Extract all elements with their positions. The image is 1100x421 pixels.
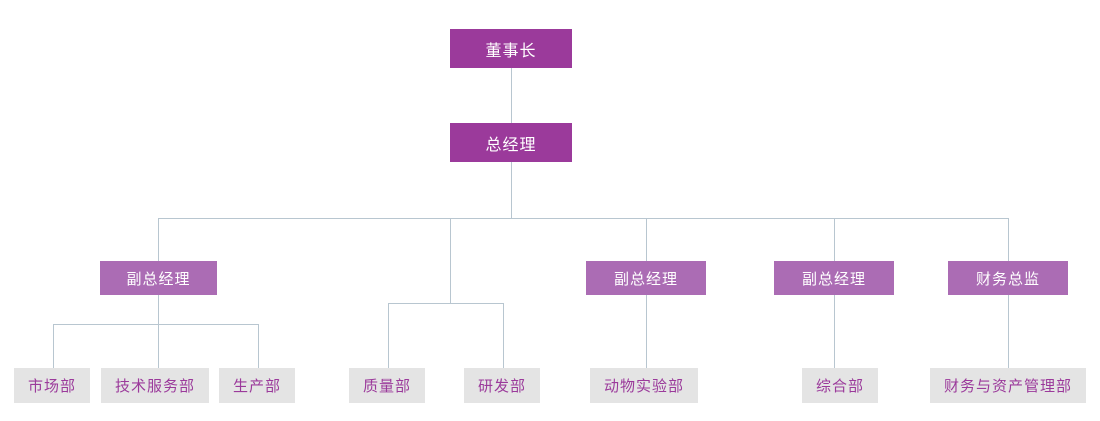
node-dept-general-affairs[interactable]: 综合部 [802, 368, 879, 403]
node-dept-quality[interactable]: 质量部 [349, 368, 426, 403]
connector-bus-to-finance-director [1008, 218, 1009, 262]
connector-to-dept-finance-asset [1008, 295, 1009, 368]
node-dept-animal-lab[interactable]: 动物实验部 [590, 368, 699, 403]
connector-bus-to-vp-2 [646, 218, 647, 262]
node-dept-production[interactable]: 生产部 [219, 368, 296, 403]
connector-to-dept-animal-lab [646, 295, 647, 368]
connector-to-dept-production [258, 324, 259, 368]
node-dept-rnd[interactable]: 研发部 [464, 368, 541, 403]
connector-level3-bus [158, 218, 1009, 219]
node-dept-marketing[interactable]: 市场部 [14, 368, 91, 403]
node-dept-finance-asset[interactable]: 财务与资产管理部 [930, 368, 1087, 403]
node-vp-1[interactable]: 副总经理 [100, 261, 217, 295]
connector-bus-to-quality-branch [450, 218, 451, 303]
node-dept-tech-service[interactable]: 技术服务部 [101, 368, 210, 403]
connector-to-dept-marketing [53, 324, 54, 368]
node-general-manager[interactable]: 总经理 [450, 123, 572, 162]
connector-middle-bus [388, 303, 504, 304]
connector-to-dept-tech-service [158, 324, 159, 368]
connector-bus-to-vp-3 [834, 218, 835, 262]
connector-to-dept-general-affairs [834, 295, 835, 368]
node-vp-2[interactable]: 副总经理 [586, 261, 706, 295]
node-chairman[interactable]: 董事长 [450, 29, 572, 68]
connector-gm-drop [511, 162, 512, 218]
connector-bus-to-vp-1 [158, 218, 159, 262]
node-vp-3[interactable]: 副总经理 [774, 261, 894, 295]
connector-vp-1-bus [53, 324, 259, 325]
connector-vp-1-drop [158, 295, 159, 324]
connector-to-dept-rnd [503, 303, 504, 368]
connector-to-dept-quality [388, 303, 389, 368]
connector-chairman-to-gm [511, 68, 512, 123]
node-finance-director[interactable]: 财务总监 [948, 261, 1068, 295]
